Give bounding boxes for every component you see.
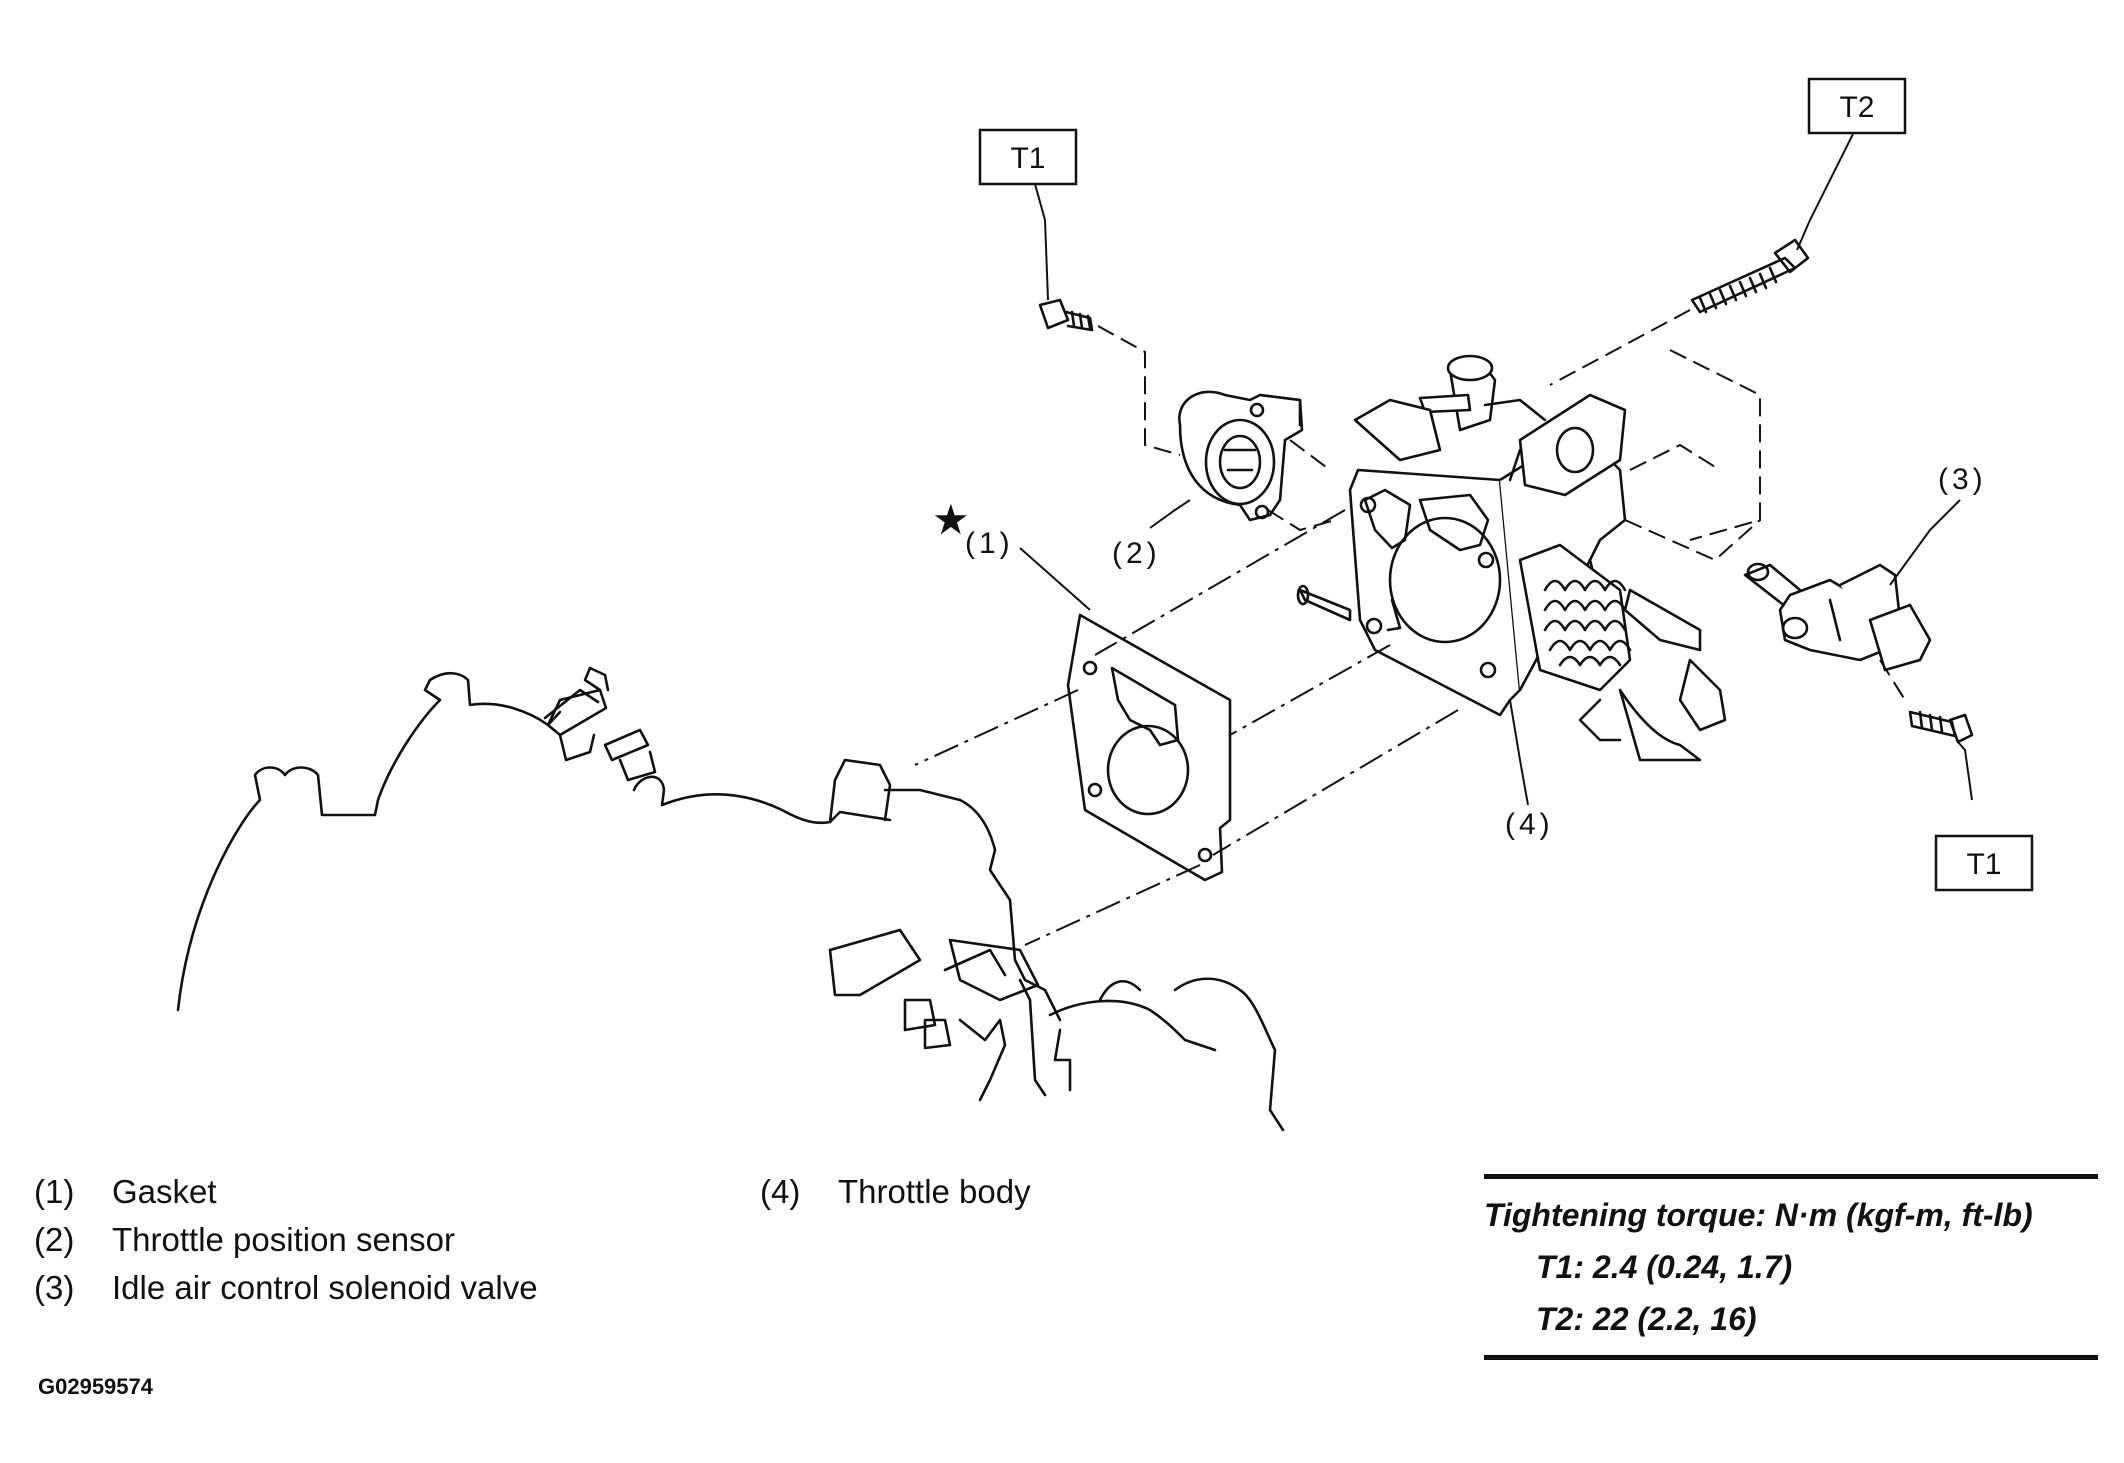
legend-left: (1) Gasket (2) Throttle position sensor … [34,1168,538,1312]
callout-t2-top-label: T2 [1839,91,1874,124]
tightening-torque-table: Tightening torque: N·m (kgf-m, ft-lb) T1… [1484,1174,2098,1360]
legend-right: (4) Throttle body [760,1168,1031,1216]
legend-number: (2) [34,1221,75,1258]
torque-t2: T2: 22 (2.2, 16) [1536,1301,1757,1337]
gasket [1066,613,1232,882]
star-icon: ★ [932,495,970,544]
part-number-1: (1) [965,527,1014,560]
callout-t2-top: T2 [1807,77,1907,135]
alignment-lines [914,309,1906,946]
torque-t1: T1: 2.4 (0.24, 1.7) [1536,1249,1793,1285]
idle-air-control-valve [1743,562,1932,672]
bolt-t2-top [1690,238,1810,314]
torque-heading: Tightening torque: N·m (kgf-m, ft-lb) [1484,1197,2033,1233]
legend-label: Idle air control solenoid valve [112,1269,538,1306]
legend-number: (4) [760,1173,801,1210]
legend-label: Throttle body [838,1173,1031,1210]
part-number-2: (2) [1112,537,1161,570]
legend-item: (4) Throttle body [760,1168,1031,1216]
legend-item: (1) Gasket [34,1168,538,1216]
part-number-4: (4) [1505,808,1554,841]
part-number-3: (3) [1938,463,1987,496]
callout-t1-top: T1 [978,128,1078,186]
throttle-body [1296,354,1727,762]
legend-item: (2) Throttle position sensor [34,1216,538,1264]
throttle-position-sensor [1178,390,1304,522]
legend-label: Gasket [112,1173,217,1210]
callout-t1-top-label: T1 [1010,142,1045,175]
bolt-t1-right [1908,710,1974,744]
callout-t1-right-label: T1 [1966,848,2001,881]
figure-id: G02959574 [38,1374,153,1399]
callout-t1-right: T1 [1934,834,2034,892]
legend-number: (1) [34,1173,75,1210]
bolt-t1-top [1038,298,1094,332]
intake-manifold [176,666,1285,1132]
legend-label: Throttle position sensor [112,1221,456,1258]
legend-item: (3) Idle air control solenoid valve [34,1264,538,1312]
leader-lines [1019,133,1973,806]
legend-number: (3) [34,1269,75,1306]
